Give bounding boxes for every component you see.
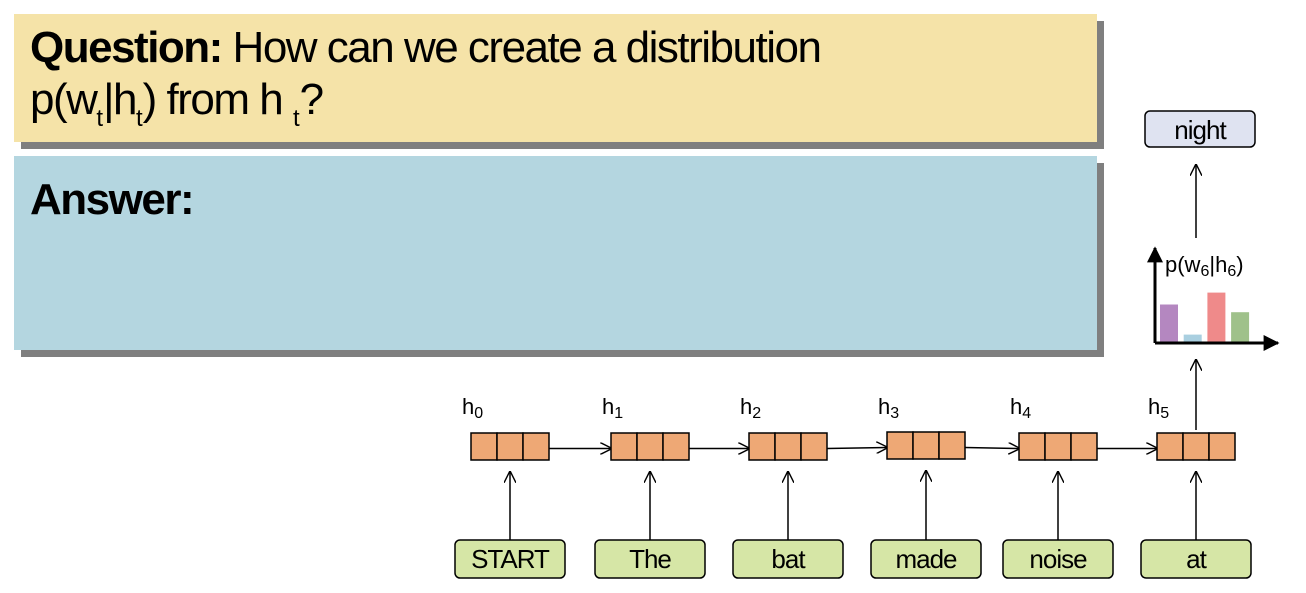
arrows-layer xyxy=(510,165,1196,540)
word-box xyxy=(870,539,982,579)
word-box xyxy=(732,539,844,579)
distribution-label: p(w6|h6) xyxy=(1165,252,1244,280)
question-panel: Question: How can we create a distributi… xyxy=(14,14,1097,142)
hidden-state-cell xyxy=(1044,432,1072,461)
recurrent-arrow xyxy=(964,448,1019,449)
word-box xyxy=(454,539,566,579)
hidden-state-label: h5 xyxy=(1148,394,1169,422)
distribution-chart: p(w6|h6) xyxy=(1147,246,1280,351)
hidden-state-cell xyxy=(522,432,550,461)
word-label: at xyxy=(1186,544,1207,574)
word-label: START xyxy=(471,544,550,574)
distribution-bar xyxy=(1183,334,1202,343)
hidden-state-cell xyxy=(1018,432,1046,461)
distribution-bar xyxy=(1160,304,1178,343)
hidden-state-cell xyxy=(470,432,498,461)
question-formula-part: p(w xyxy=(30,75,98,124)
hidden-state-cell xyxy=(1156,432,1184,461)
hidden-state-label: h1 xyxy=(602,394,623,422)
question-subscript: t xyxy=(96,105,104,132)
hidden-state-cell xyxy=(800,432,828,461)
word-label: The xyxy=(629,544,671,574)
output-word-label: night xyxy=(1174,115,1227,145)
distribution-bar xyxy=(1231,312,1250,343)
distribution-bar xyxy=(1207,292,1226,343)
hidden-state-label: h4 xyxy=(1010,394,1031,422)
hidden-state-cell xyxy=(748,432,776,461)
question-line-2: p(wt|ht) from h t? xyxy=(30,75,324,131)
word-label: bat xyxy=(771,544,806,574)
question-formula-part: ) from h xyxy=(142,75,293,124)
output-word-box xyxy=(1144,110,1256,148)
recurrent-arrow xyxy=(826,448,887,449)
question-formula-part: |h xyxy=(103,75,137,124)
hidden-state-cell xyxy=(610,432,638,461)
word-label: made xyxy=(895,544,957,574)
answer-label: Answer: xyxy=(30,175,195,224)
hidden-state-label: h0 xyxy=(462,394,483,422)
question-subscript: t xyxy=(292,105,300,132)
nodes-layer: START The bat made noise at h0 h1 h2 h3 h4 h5 night xyxy=(454,110,1256,579)
question-line-1: Question: How can we create a distributi… xyxy=(30,23,822,72)
hidden-state-label: h2 xyxy=(740,394,761,422)
question-text: How can we create a distribution xyxy=(221,23,822,72)
hidden-state-cell xyxy=(1070,432,1098,461)
hidden-state-cell xyxy=(774,432,802,461)
hidden-state-label: h3 xyxy=(878,394,899,422)
hidden-state-cell xyxy=(496,432,524,461)
hidden-state-cell xyxy=(1208,432,1236,461)
question-formula-part: ? xyxy=(299,75,324,124)
word-label: noise xyxy=(1029,544,1087,574)
hidden-state-cell xyxy=(1182,432,1210,461)
word-box xyxy=(1002,539,1114,579)
word-box xyxy=(1140,539,1252,579)
answer-panel: Answer: xyxy=(14,156,1097,350)
question-subscript: t xyxy=(135,105,143,132)
hidden-state-cell xyxy=(636,432,664,461)
hidden-state-cell xyxy=(662,432,690,461)
hidden-state-cell xyxy=(886,431,914,460)
word-box xyxy=(594,539,706,579)
question-label: Question: xyxy=(30,23,223,72)
hidden-state-cell xyxy=(912,431,940,460)
hidden-state-cell xyxy=(938,431,966,460)
